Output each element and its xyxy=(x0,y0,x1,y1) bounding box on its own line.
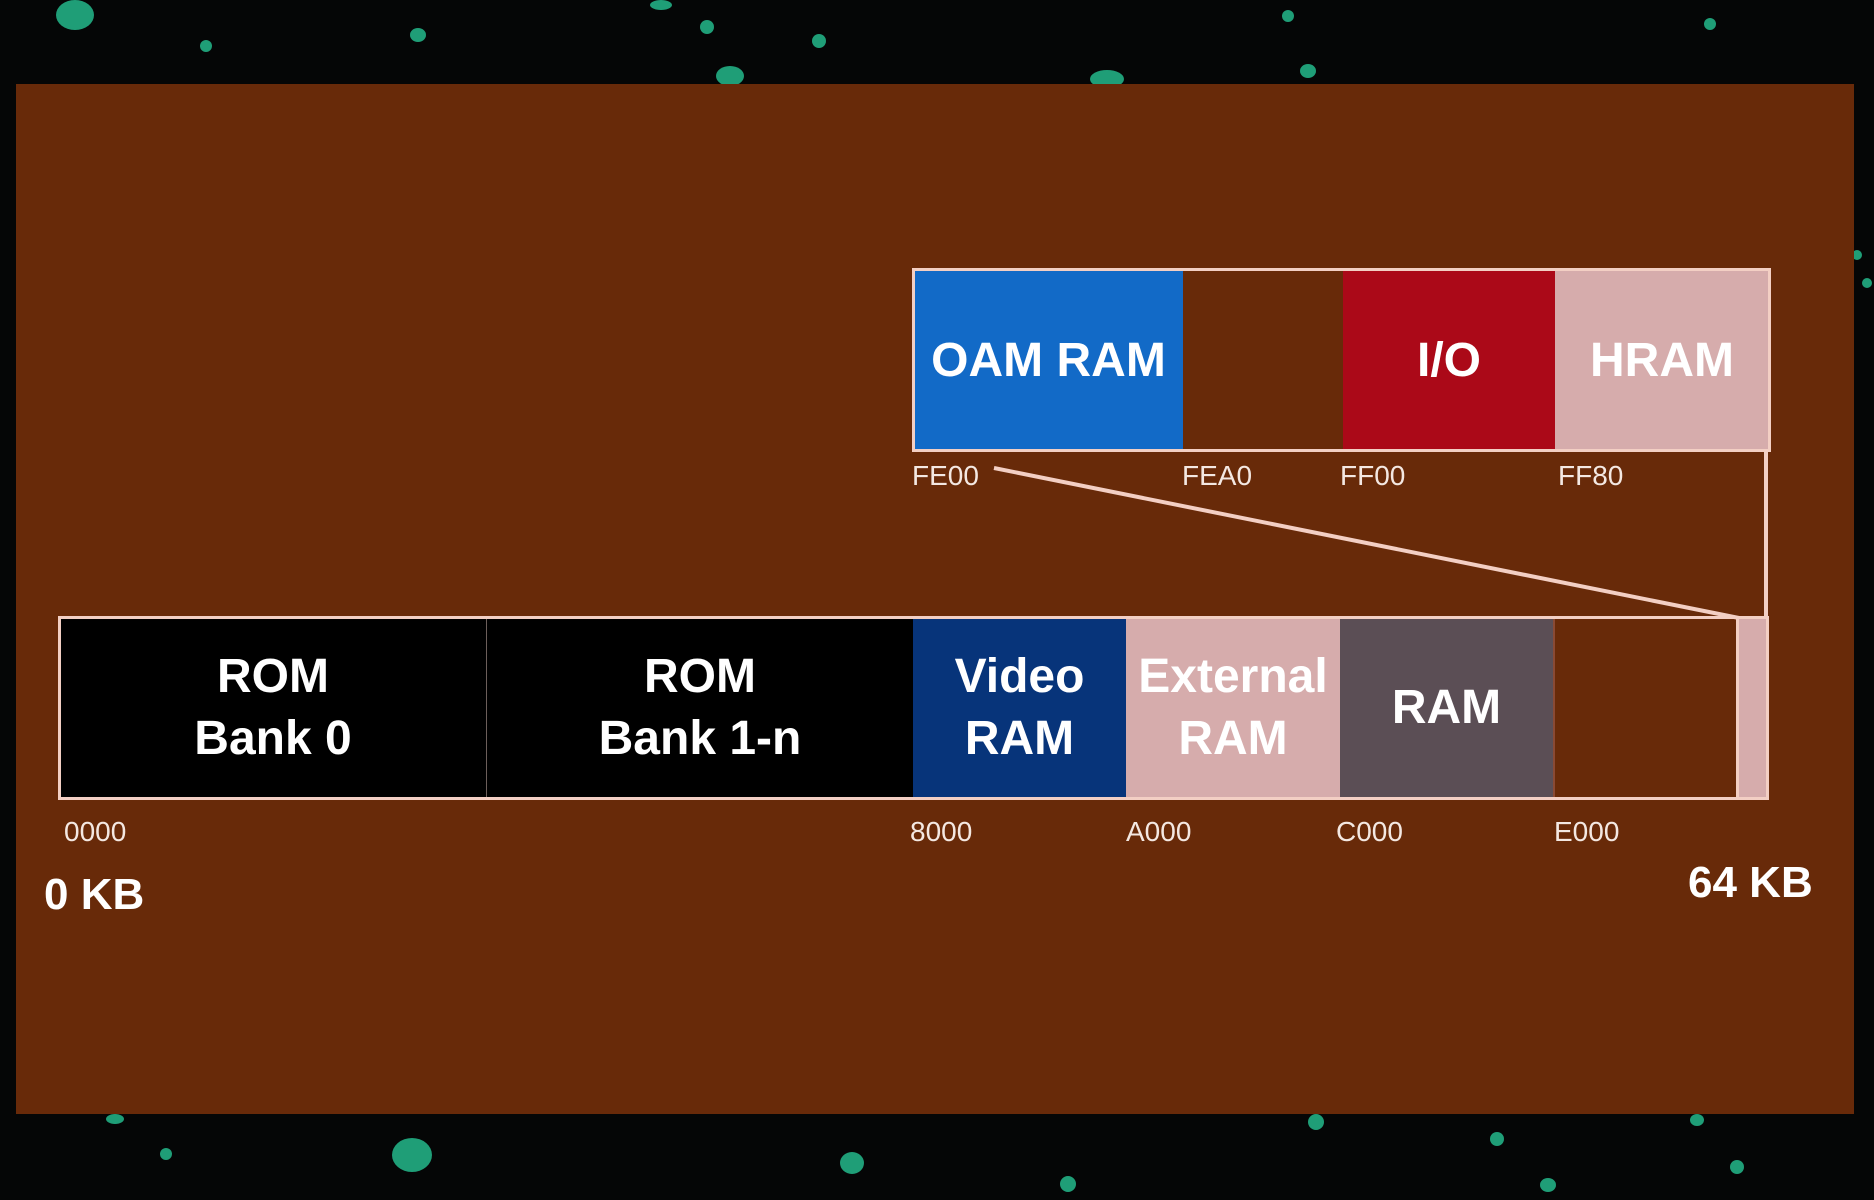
ram-block: RAM xyxy=(1340,618,1553,798)
size-start-label: 0 KB xyxy=(44,870,145,919)
address-e000: E000 xyxy=(1554,816,1620,847)
hram-block: HRAM xyxy=(1555,270,1769,450)
address-ff00: FF00 xyxy=(1340,460,1406,491)
rom-bank-1n-block: ROM Bank 1-n xyxy=(487,618,913,798)
unusable-region-block xyxy=(1183,270,1343,450)
address-0000: 0000 xyxy=(64,816,127,847)
address-a000: A000 xyxy=(1126,816,1192,847)
rom-bank-0-block: ROM Bank 0 xyxy=(60,618,487,798)
address-ff80: FF80 xyxy=(1558,460,1624,491)
size-end-label: 64 KB xyxy=(1688,858,1813,907)
memory-map-slide: ROM Bank 0 ROM Bank 1-n Video RAM Extern… xyxy=(16,84,1854,1114)
external-ram-block: External RAM xyxy=(1126,618,1340,798)
io-block: I/O xyxy=(1343,270,1555,450)
high-region-block xyxy=(1739,618,1767,798)
oam-ram-block: OAM RAM xyxy=(914,270,1183,450)
zoom-connector xyxy=(993,450,1768,620)
address-fe00: FE00 xyxy=(912,460,979,491)
zoom-line-diagonal xyxy=(993,466,1740,620)
address-8000: 8000 xyxy=(910,816,973,847)
address-c000: C000 xyxy=(1336,816,1403,847)
video-ram-block: Video RAM xyxy=(913,618,1126,798)
address-fea0: FEA0 xyxy=(1182,460,1253,491)
echo-region-block xyxy=(1553,618,1739,798)
